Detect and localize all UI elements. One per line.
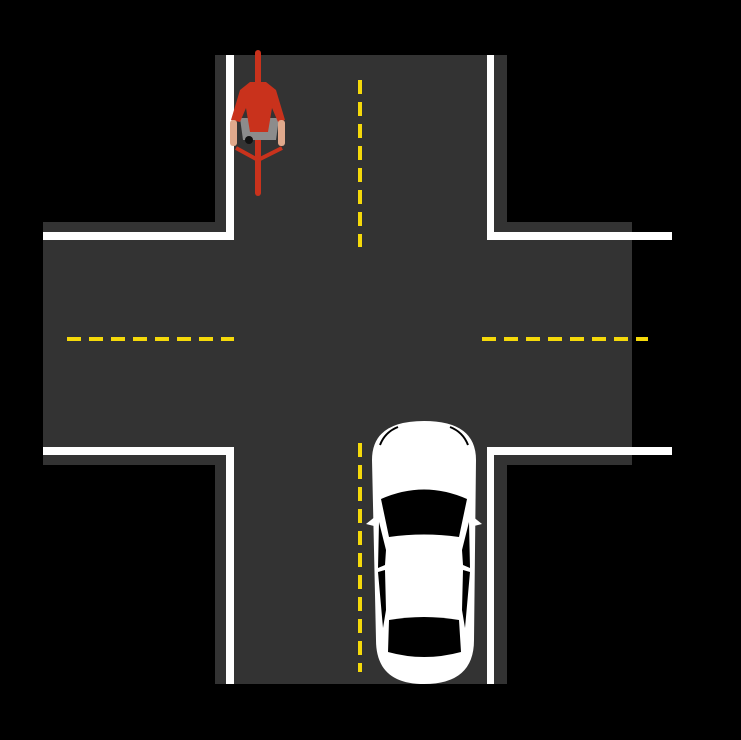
- edge-line-top-left-horizontal: [43, 232, 234, 240]
- edge-lines: [43, 55, 672, 684]
- car-windshield: [381, 489, 467, 537]
- edge-line-bottom-right-horizontal: [487, 447, 672, 455]
- edge-line-bottom-left-horizontal: [43, 447, 234, 455]
- car-rear-window: [388, 617, 461, 657]
- cyclist-left-arm: [230, 120, 237, 146]
- edge-line-top-right-horizontal: [487, 232, 672, 240]
- edge-line-top-right-vertical: [487, 55, 494, 240]
- car-headlights: [379, 426, 469, 446]
- car-body: [372, 421, 476, 684]
- bicycle-handlebar: [235, 146, 283, 163]
- cyclist-shoe: [245, 136, 253, 144]
- center-lines: [67, 80, 648, 672]
- car-mirrors: [366, 516, 482, 527]
- cyclist: [230, 50, 285, 196]
- cyclist-torso: [231, 82, 285, 132]
- cyclist-right-arm: [278, 120, 285, 146]
- horizontal-road: [43, 222, 632, 465]
- car: [366, 421, 482, 684]
- edge-line-top-left-vertical: [226, 55, 234, 240]
- edge-line-bottom-left-vertical: [226, 447, 234, 684]
- edge-line-bottom-right-vertical: [487, 447, 494, 684]
